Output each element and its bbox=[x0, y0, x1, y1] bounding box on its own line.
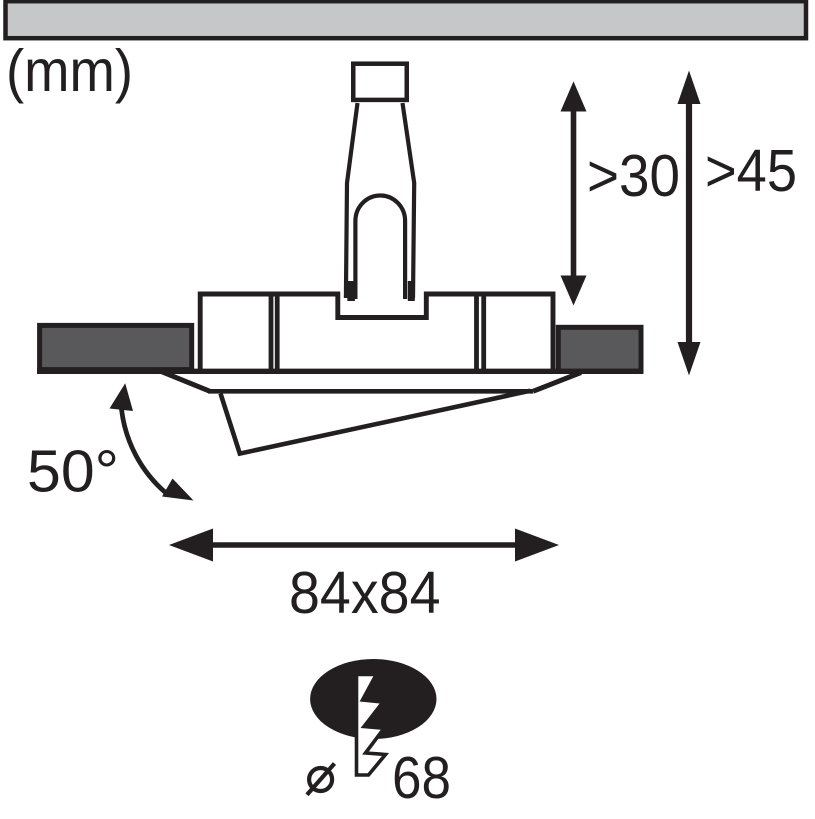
svg-text:50°: 50° bbox=[27, 439, 119, 505]
svg-text:>30: >30 bbox=[587, 143, 680, 209]
svg-text:84x84: 84x84 bbox=[289, 560, 441, 626]
svg-text:>45: >45 bbox=[705, 138, 797, 204]
svg-text:(mm): (mm) bbox=[6, 38, 133, 104]
svg-text:68: 68 bbox=[392, 745, 451, 811]
